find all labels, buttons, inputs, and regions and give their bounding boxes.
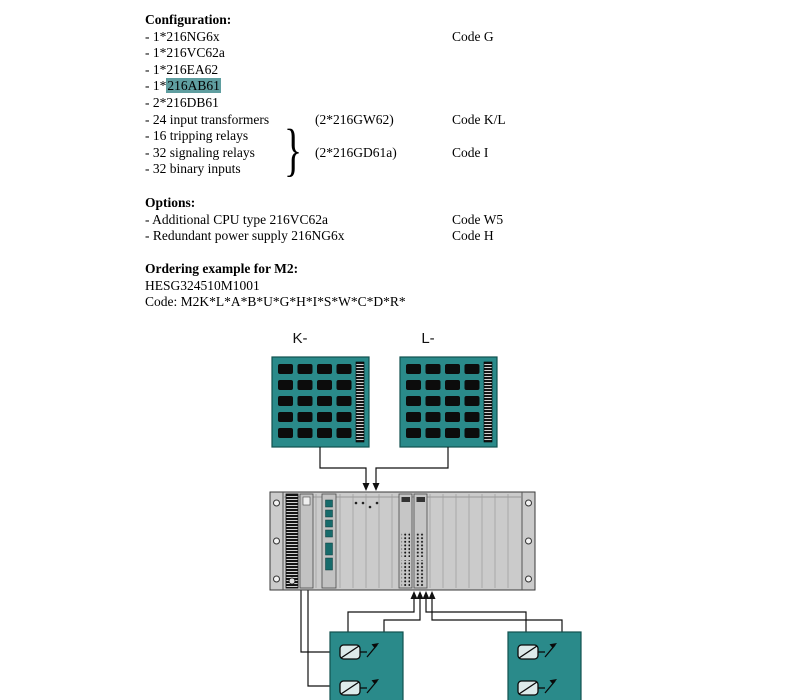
options-heading: Options: [145, 195, 196, 210]
configuration-heading: Configuration: [145, 12, 232, 27]
config-item: - 32 binary inputs [145, 161, 665, 178]
wire-arrowheads [362, 483, 436, 599]
config-item-label: - 16 tripping relays [145, 128, 249, 144]
config-item-label: - 1*216AB61 [145, 78, 221, 95]
option-item-code: Code W5 [452, 211, 504, 227]
ordering-section: Ordering example for M2: HESG324510M1001… [145, 261, 665, 311]
config-item-label: - 1*216EA62 [145, 61, 219, 77]
config-item: - 1*216VC62a [145, 45, 665, 62]
indicator-leds [354, 501, 379, 509]
slot-dividers [315, 494, 509, 588]
relay-box-left [329, 631, 404, 700]
equipment-rack [269, 491, 536, 591]
config-item: - 24 input transformers (2*216GW62) Code… [145, 112, 665, 129]
module-l-label: L- [421, 330, 434, 347]
power-supply-card [285, 493, 299, 589]
config-item-label: - 32 signaling relays [145, 144, 255, 160]
module-k-label: K- [293, 330, 308, 347]
option-item: - Redundant power supply 216NG6x Code H [145, 228, 665, 245]
option-item: - Additional CPU type 216VC62a Code W5 [145, 212, 665, 229]
cpu-card [321, 493, 337, 589]
option-item-code: Code H [452, 228, 494, 244]
option-item-label: - Redundant power supply 216NG6x [145, 228, 345, 244]
config-item-label: - 2*216DB61 [145, 94, 219, 110]
group-brace: } [284, 117, 303, 182]
cpu-card-components [325, 499, 333, 571]
config-item-label: - 1*216VC62a [145, 45, 225, 61]
connection-wires [300, 447, 563, 687]
config-item: - 2*216DB61 [145, 95, 665, 112]
plugin-card [299, 493, 314, 589]
configuration-section: Configuration: - 1*216NG6x Code G - 1*21… [145, 12, 665, 178]
config-item-partref: (2*216GW62) [315, 111, 394, 127]
relay-box-right [507, 631, 582, 700]
config-item-prefix: - 1* [145, 78, 167, 94]
config-item: - 1*216AB61 [145, 78, 665, 95]
transformer-module-l [399, 356, 498, 448]
mounting-holes [273, 499, 532, 583]
config-item-label: - 32 binary inputs [145, 161, 241, 177]
config-item: - 1*216EA62 [145, 62, 665, 79]
hardware-diagram: K- L- [269, 330, 582, 700]
config-item-label: - 1*216NG6x [145, 28, 220, 44]
config-item-label: - 24 input transformers [145, 111, 270, 127]
ordering-line: Code: M2K*L*A*B*U*G*H*I*S*W*C*D*R* [145, 294, 406, 310]
ordering-heading: Ordering example for M2: [145, 261, 299, 276]
option-item-label: - Additional CPU type 216VC62a [145, 211, 328, 227]
config-item-code: Code I [452, 144, 489, 160]
config-item-code: Code K/L [452, 111, 506, 127]
options-section: Options: - Additional CPU type 216VC62a … [145, 195, 665, 245]
config-item: - 1*216NG6x Code G [145, 29, 665, 46]
transformer-module-k [271, 356, 370, 448]
ordering-line: HESG324510M1001 [145, 277, 260, 293]
config-item: - 32 signaling relays (2*216GD61a) Code … [145, 145, 665, 162]
config-item: - 16 tripping relays [145, 128, 665, 145]
highlighted-part-number: 216AB61 [166, 78, 221, 94]
config-item-code: Code G [452, 28, 494, 44]
power-knob [288, 577, 296, 585]
config-item-partref: (2*216GD61a) [315, 144, 397, 160]
